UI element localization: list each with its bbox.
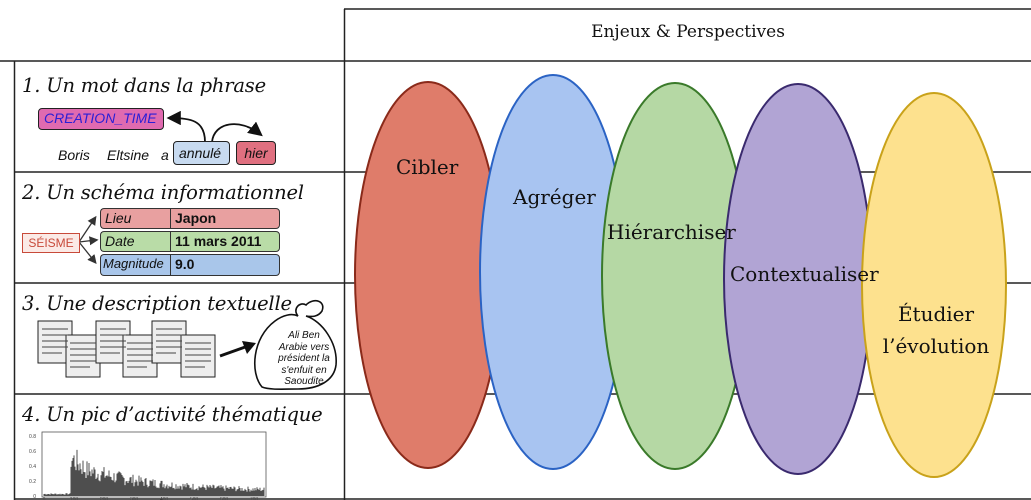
- row-title-3: 3. Une description textuelle: [22, 292, 292, 315]
- y-tick-label: 0.8: [29, 434, 36, 440]
- x-tick-label: 300: [130, 497, 139, 500]
- schema-value: Japon: [170, 208, 280, 229]
- y-tick-label: 0: [33, 494, 36, 500]
- label-etudier-line1: Étudier: [897, 302, 975, 326]
- x-tick-label: 500: [190, 497, 199, 500]
- y-tick-label: 0.2: [29, 479, 36, 485]
- x-tick-label: 0: [43, 497, 46, 500]
- sentence-word-2: Eltsine: [107, 147, 150, 163]
- x-tick-label: 400: [160, 497, 169, 500]
- x-tick-label: 100: [70, 497, 79, 500]
- row-title-2: 2. Un schéma informationnel: [22, 181, 304, 204]
- document-icon: [37, 320, 216, 378]
- schema-key: Magnitude: [100, 254, 170, 276]
- row-title-4: 4. Un pic d’activité thématique: [22, 403, 323, 426]
- bag-text-line: Ali Ben: [288, 330, 320, 341]
- bag-text: Ali Ben Arabie vers président la s'enfui…: [272, 330, 336, 388]
- ellipse-etudier: [861, 92, 1007, 478]
- bag-text-line: président la: [278, 353, 330, 364]
- schema-key: Lieu: [100, 208, 170, 229]
- y-tick-label: 0.6: [29, 449, 36, 455]
- header-title: Enjeux & Perspectives: [591, 22, 785, 42]
- label-etudier-line2: l’évolution: [882, 334, 990, 358]
- activity-peak-plot: 0 0.2 0.4 0.6 0.8 0 100 200 300 400 500 600 700: [29, 431, 267, 500]
- bag-text-line: Arabie vers: [278, 341, 330, 353]
- schema-key: Date: [100, 231, 170, 252]
- label-cibler: Cibler: [396, 155, 459, 179]
- schema-value: 9.0: [170, 254, 280, 276]
- sentence-word-1: Boris: [58, 147, 90, 163]
- schema-value: 11 mars 2011: [170, 231, 280, 252]
- label-agreger: Agréger: [513, 185, 596, 209]
- schema-arrows: [78, 215, 99, 265]
- bag-text-line: s'enfuit en: [281, 364, 327, 376]
- x-tick-label: 200: [100, 497, 109, 500]
- x-tick-label: 600: [220, 497, 229, 500]
- label-contextualiser: Contextualiser: [730, 262, 879, 286]
- bag-text-line: Saoudite: [284, 376, 324, 387]
- creation-time-tag: CREATION_TIME: [38, 108, 164, 130]
- row-title-1: 1. Un mot dans la phrase: [22, 74, 266, 97]
- x-tick-label: 700: [250, 497, 259, 500]
- annule-tag: annulé: [173, 141, 230, 165]
- documents-illustration: [37, 299, 337, 390]
- row1-arrows: [166, 110, 263, 143]
- sentence-word-3: a: [161, 147, 169, 163]
- label-etudier: Étudier l’évolution: [866, 298, 1006, 362]
- hier-tag: hier: [236, 141, 276, 165]
- y-tick-label: 0.4: [29, 464, 36, 470]
- bag-icon: [253, 299, 337, 390]
- seisme-node: SÉISME: [22, 233, 80, 253]
- label-hierarchiser: Hiérarchiser: [607, 220, 736, 244]
